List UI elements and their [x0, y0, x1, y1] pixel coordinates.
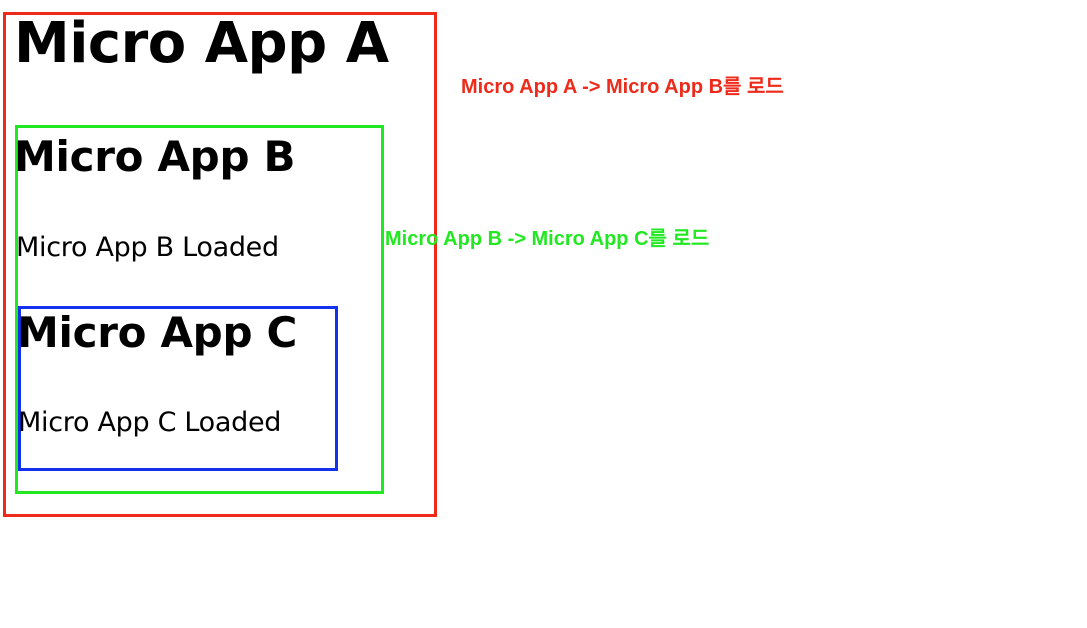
micro-app-b-title: Micro App B — [14, 132, 296, 181]
micro-app-b-frame — [15, 125, 384, 494]
annotation-b-loads-c: Micro App B -> Micro App C를 로드 — [385, 228, 710, 250]
micro-app-c-status: Micro App C Loaded — [18, 407, 282, 438]
micro-app-a-frame — [3, 12, 437, 517]
annotation-a-loads-b: Micro App A -> Micro App B를 로드 — [461, 76, 784, 98]
micro-app-a-title: Micro App A — [14, 11, 389, 76]
micro-app-c-frame — [18, 306, 338, 471]
micro-app-c-title: Micro App C — [17, 308, 298, 357]
micro-app-b-status: Micro App B Loaded — [16, 232, 279, 263]
